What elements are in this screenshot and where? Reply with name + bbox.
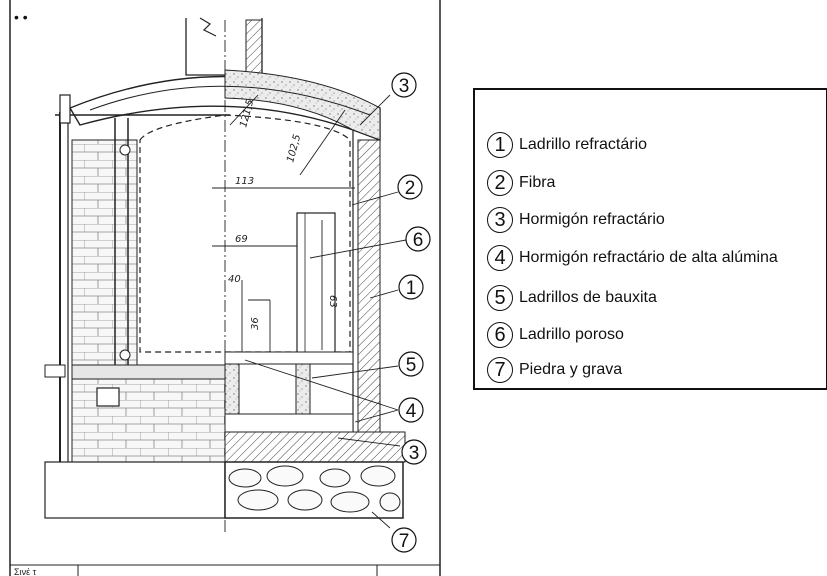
dim-label-6: 40 [228, 274, 241, 285]
drawing-frame: Σινέ τ • • [9, 0, 441, 576]
legend-label: Ladrillo refractário [519, 136, 648, 153]
dim-label-3: 113 [235, 176, 254, 187]
stones [228, 465, 401, 513]
callout-5: 5 [398, 351, 424, 377]
svg-text:• •: • • [14, 9, 28, 25]
title-block-text: Σινέ τ [14, 567, 37, 576]
dim-label-7: 36 [250, 317, 261, 330]
callout-3-bottom: 3 [401, 439, 427, 465]
svg-text:5: 5 [406, 355, 417, 376]
svg-text:4: 4 [406, 401, 417, 422]
leader-lines [244, 94, 407, 529]
dim-label-4: 69 [235, 234, 248, 245]
legend-label: Hormigón refractário de alta alúmina [519, 249, 778, 266]
right-refractory-wall [352, 130, 381, 433]
svg-text:2: 2 [405, 178, 416, 199]
callout-6: 6 [405, 226, 431, 252]
foundation [44, 461, 404, 519]
callout-1: 1 [398, 274, 424, 300]
legend-number: 7 [487, 357, 513, 383]
legend-box: 1 Ladrillo refractário 2 Fibra 3 Hormigó… [473, 88, 827, 390]
lower-brick-base [44, 364, 226, 466]
legend-label: Fibra [519, 174, 556, 191]
dim-label-1: 121,5 [238, 98, 256, 129]
callout-2: 2 [397, 174, 423, 200]
legend-number: 5 [487, 285, 513, 311]
svg-text:3: 3 [409, 443, 420, 464]
callout-3-top: 3 [391, 72, 417, 98]
dim-label-5: 63 [327, 295, 338, 308]
callout-7: 7 [391, 527, 417, 553]
legend-number: 3 [487, 207, 513, 233]
legend-label: Hormigón refractário [519, 211, 665, 228]
kiln-floor [224, 351, 406, 463]
legend-number: 6 [487, 322, 513, 348]
legend-label: Piedra y grava [519, 361, 623, 378]
legend-item-5: 5 Ladrillos de bauxita [487, 285, 657, 311]
svg-text:1: 1 [406, 278, 417, 299]
legend-item-6: 6 Ladrillo poroso [487, 322, 624, 348]
fibre-lining [139, 114, 351, 353]
dimension-lines [212, 94, 355, 352]
porous-brick [296, 212, 336, 354]
legend-number: 2 [487, 170, 513, 196]
legend-item-1: 1 Ladrillo refractário [487, 132, 647, 158]
chimney [185, 17, 263, 76]
legend-label: Ladrillos de bauxita [519, 289, 657, 306]
callout-4: 4 [398, 397, 424, 423]
legend-item-4: 4 Hormigón refractário de alta alúmina [487, 245, 778, 271]
legend-label: Ladrillo poroso [519, 326, 624, 343]
svg-text:3: 3 [399, 76, 410, 97]
legend-item-2: 2 Fibra [487, 170, 555, 196]
svg-text:6: 6 [413, 230, 424, 251]
legend-number: 1 [487, 132, 513, 158]
svg-text:7: 7 [399, 531, 410, 552]
legend-item-7: 7 Piedra y grava [487, 357, 622, 383]
legend-number: 4 [487, 245, 513, 271]
dim-label-2: 102,5 [285, 133, 303, 164]
legend-item-3: 3 Hormigón refractário [487, 207, 665, 233]
